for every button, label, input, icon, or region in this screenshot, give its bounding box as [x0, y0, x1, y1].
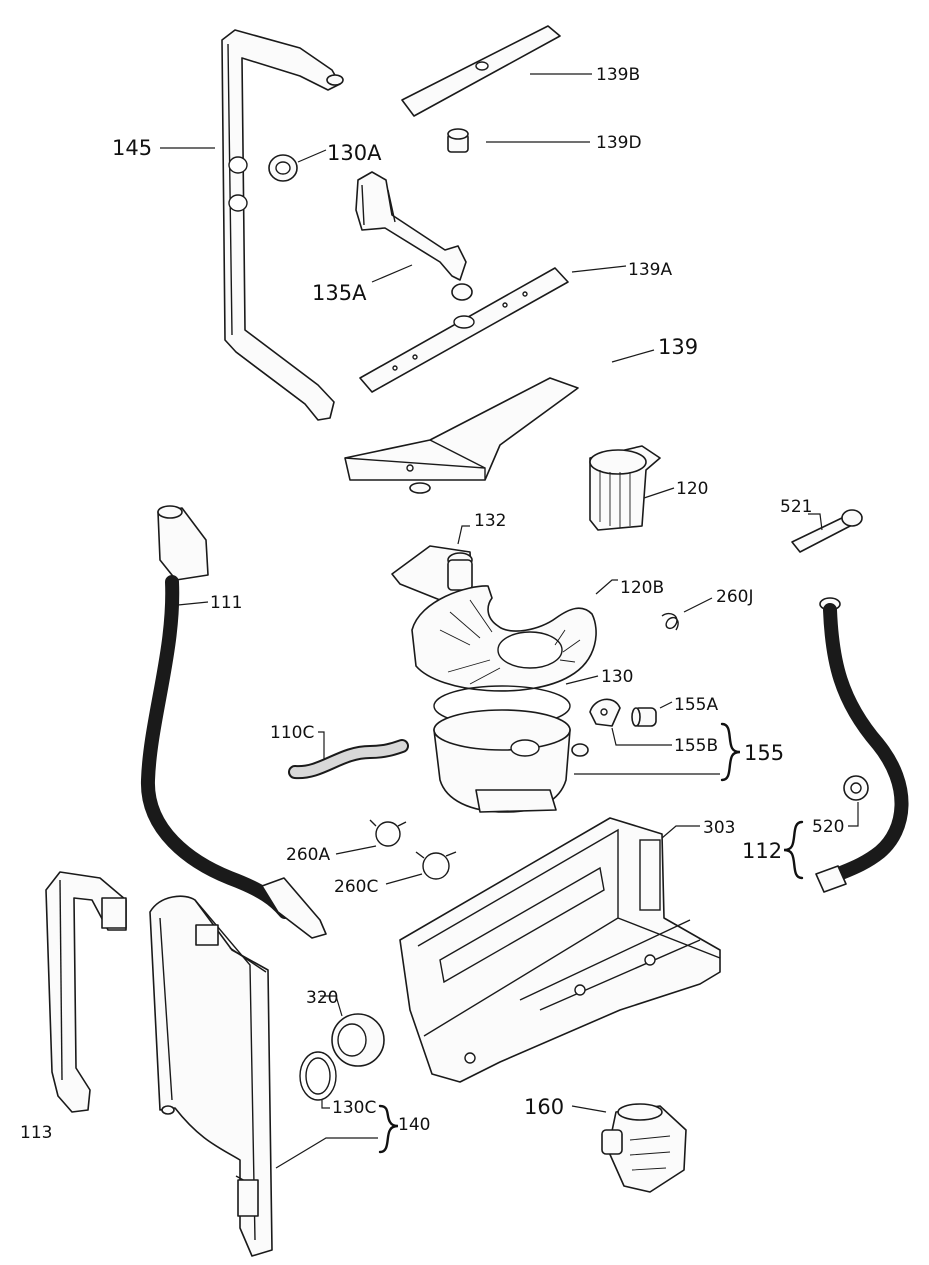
label-160: 160 — [524, 1095, 564, 1119]
leader-132 — [457, 525, 470, 545]
part-145-feed-tube — [221, 29, 344, 421]
leader-303 — [661, 825, 700, 839]
label-139A: 139A — [628, 260, 672, 280]
label-139D: 139D — [596, 133, 642, 153]
label-110C: 110C — [270, 723, 314, 743]
label-260J: 260J — [716, 587, 753, 607]
label-113: 113 — [20, 1123, 52, 1143]
label-155: 155 — [744, 741, 784, 765]
label-521: 521 — [780, 497, 812, 517]
leader-130C — [321, 1100, 330, 1109]
leader-110C — [318, 731, 325, 760]
leader-155B — [611, 727, 672, 746]
part-139-lower-spray-arm — [344, 377, 579, 494]
label-145: 145 — [112, 136, 152, 160]
part-520-fitting — [843, 775, 869, 801]
part-120-filter — [589, 445, 661, 531]
leader-130A — [297, 149, 327, 163]
part-130-sump — [433, 685, 589, 813]
part-521-latch — [791, 509, 863, 553]
leader-260J — [683, 597, 713, 613]
leader-160 — [571, 1105, 607, 1113]
part-135A-arm-bracket — [355, 171, 473, 301]
part-139B-upper-spray-arm — [401, 25, 561, 117]
label-155B: 155B — [674, 736, 718, 756]
leader-155A — [659, 701, 673, 709]
brace-140 — [378, 1104, 399, 1154]
part-140-side-panel — [149, 895, 273, 1257]
part-303-base-frame — [399, 817, 721, 1083]
leader-130 — [565, 675, 599, 685]
part-160-pump — [601, 1103, 687, 1193]
leader-139 — [611, 349, 655, 363]
leader-520 — [848, 802, 859, 827]
leader-120B — [595, 579, 618, 595]
label-112: 112 — [742, 839, 782, 863]
label-303: 303 — [703, 818, 735, 838]
brace-112 — [783, 820, 804, 880]
part-130C-ring — [299, 1051, 337, 1101]
label-520: 520 — [812, 817, 844, 837]
part-260J-spring — [661, 612, 679, 631]
part-260C-clamp — [415, 851, 457, 880]
part-155A-cap — [631, 707, 657, 727]
label-130A: 130A — [327, 141, 382, 165]
label-320: 320 — [306, 988, 338, 1008]
label-139: 139 — [658, 335, 698, 359]
part-111-drain-hose — [140, 505, 327, 939]
leader-139A — [571, 265, 627, 273]
label-140: 140 — [398, 1115, 430, 1135]
label-135A: 135A — [312, 281, 367, 305]
leader-260C — [385, 873, 423, 885]
leader-111 — [177, 601, 209, 606]
part-110C-hose — [288, 739, 409, 780]
leader-320 — [320, 995, 343, 1017]
label-260A: 260A — [286, 845, 330, 865]
part-155B-flap — [589, 698, 621, 727]
leader-135A — [371, 264, 413, 283]
part-139D-nut — [447, 128, 469, 153]
leader-120 — [643, 487, 675, 499]
brace-155 — [720, 722, 741, 782]
label-120B: 120B — [620, 578, 664, 598]
label-120: 120 — [676, 479, 708, 499]
part-112-inlet-hose — [815, 597, 909, 893]
part-139A-middle-spray-arm — [359, 267, 569, 393]
part-260A-clamp — [369, 819, 407, 847]
part-113-side-tube — [45, 871, 127, 1113]
label-130C: 130C — [332, 1098, 376, 1118]
part-320-seal — [331, 1013, 385, 1067]
part-120B-filter-plate — [411, 585, 597, 692]
label-155A: 155A — [674, 695, 718, 715]
label-111: 111 — [210, 593, 242, 613]
label-132: 132 — [474, 511, 506, 531]
label-139B: 139B — [596, 65, 640, 85]
leader-260A — [335, 845, 377, 855]
label-260C: 260C — [334, 877, 378, 897]
label-130: 130 — [601, 667, 633, 687]
part-130A-seal — [268, 154, 298, 182]
leader-521 — [808, 513, 823, 531]
leader-140 — [275, 1137, 378, 1169]
